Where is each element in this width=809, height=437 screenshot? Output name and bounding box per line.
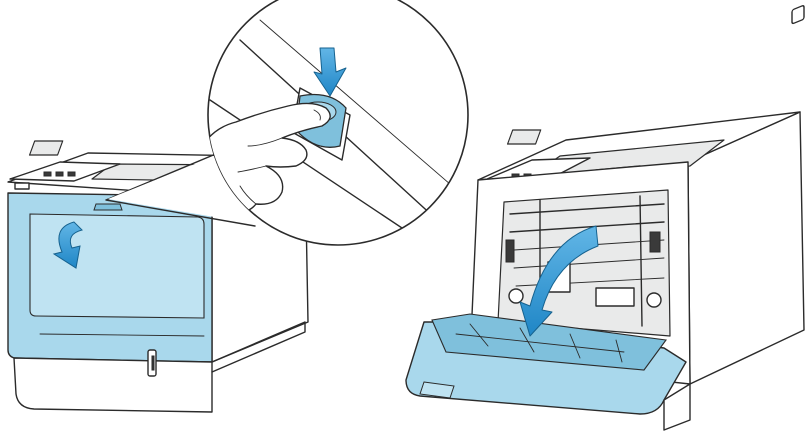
- printer-right: [405, 5, 805, 431]
- printer-left-paper-tray: [13, 357, 213, 413]
- printer-right-side-emblem: [791, 5, 805, 25]
- printer-left-release-button: [93, 203, 123, 211]
- printer-right-lcd-display: [506, 129, 542, 145]
- printer-right-cover-inner: [431, 313, 667, 371]
- printer-right-cover-ribs: [455, 323, 625, 363]
- printer-left-mp-tray-door: [29, 213, 205, 319]
- printer-right-paper-tray: [663, 383, 691, 431]
- printer-right-cover-handle: [419, 381, 455, 399]
- zoom-callout-wedge: [105, 147, 256, 227]
- down-arrow-icon: [313, 47, 347, 97]
- curved-arrow-icon: [52, 221, 83, 269]
- printer-left-lcd-display: [28, 140, 64, 156]
- printer-left-cover-seam: [39, 333, 205, 337]
- curved-arrow-icon: [519, 225, 599, 337]
- zoom-callout: [105, 0, 469, 246]
- printer-right-drum-unit: [505, 195, 665, 327]
- printer-left-control-panel: [9, 161, 121, 182]
- printer-left-panel-buttons: [14, 171, 76, 190]
